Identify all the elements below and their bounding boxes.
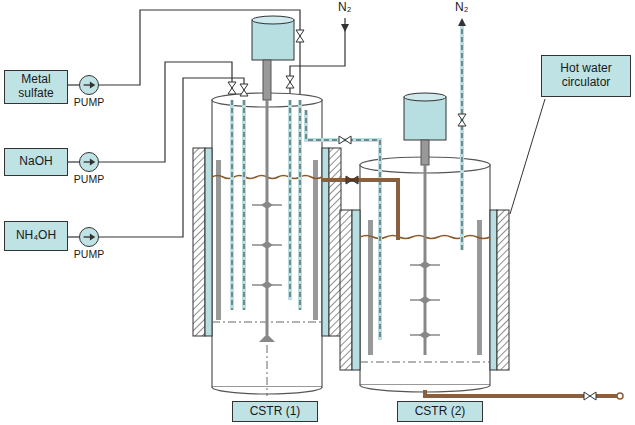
valve-symbol — [240, 84, 248, 96]
valve-symbol — [458, 114, 466, 126]
reactor-vessel — [193, 148, 205, 336]
valve-symbol — [339, 136, 351, 144]
stirrer — [404, 97, 446, 140]
gas-line — [306, 22, 462, 340]
reactor-vessel — [205, 148, 212, 336]
reactor-vessel — [368, 220, 373, 355]
node-text: PUMP — [74, 173, 104, 185]
node-text: PUMP — [74, 96, 104, 108]
node-text: Hot water circulator — [545, 62, 627, 90]
pump-symbol: PUMP — [79, 227, 99, 247]
connector-line — [68, 161, 79, 162]
stirrer — [424, 165, 427, 355]
stirrer — [266, 100, 269, 335]
pipe-outlet — [617, 393, 623, 399]
reactor-vessel — [313, 160, 318, 320]
stirrer — [419, 296, 431, 304]
reactor-vessel — [490, 210, 497, 370]
valve-symbol — [228, 82, 236, 94]
reactor-vessel — [340, 157, 509, 392]
reactor-vessel — [216, 160, 221, 320]
pump-arrow — [90, 233, 95, 240]
label-box: Metal sulfate — [4, 70, 68, 104]
connector-line — [68, 236, 79, 237]
label-box: CSTR (2) — [397, 401, 483, 422]
stirrer — [404, 93, 446, 101]
node-text: CSTR (2) — [401, 405, 479, 419]
gas-line — [306, 22, 462, 340]
pump-arrow — [90, 81, 95, 88]
node-text: Metal sulfate — [8, 73, 64, 101]
leader-line — [510, 99, 545, 214]
pump-arrow — [84, 236, 91, 237]
stirrer — [252, 16, 294, 342]
node-text: PUMP — [74, 248, 104, 260]
feed-wire — [99, 10, 300, 100]
flow-arrow — [458, 18, 466, 26]
pump-arrow — [80, 76, 98, 94]
stirrer — [259, 334, 275, 342]
feed-wire — [290, 18, 345, 100]
valve-symbol — [346, 176, 358, 184]
stirrer — [263, 60, 271, 100]
node-text: NaOH — [8, 155, 64, 169]
label-box: NH₄OH — [4, 221, 68, 251]
slurry-pipe — [322, 180, 398, 240]
reactor-vessel — [497, 210, 509, 370]
stirrer — [421, 140, 429, 165]
pump-symbol: PUMP — [79, 75, 99, 95]
connector-line — [68, 84, 79, 85]
pump-arrow — [90, 158, 95, 165]
flow-arrow — [341, 24, 349, 32]
gas-label: N₂ — [337, 1, 352, 15]
pump-arrow — [80, 228, 98, 246]
reactor-vessel — [329, 148, 341, 336]
gas-label: N₂ — [454, 1, 469, 15]
label-box: NaOH — [4, 148, 68, 176]
gas-line — [306, 22, 462, 340]
pump-arrow — [84, 84, 91, 85]
reactor-vessel — [212, 100, 322, 387]
stirrer — [419, 331, 431, 339]
reactor-vessel — [322, 148, 329, 336]
reactor-vessel — [477, 220, 482, 355]
stirrer — [261, 241, 273, 249]
valve-symbol — [296, 30, 304, 42]
pump-arrow — [80, 153, 98, 171]
reactor-vessel — [340, 210, 352, 370]
reactor-vessel — [267, 345, 268, 396]
valve-symbol — [286, 76, 294, 88]
flow-arrow — [341, 18, 466, 32]
reactor-vessel — [360, 362, 490, 363]
stirrer — [252, 20, 294, 60]
node-text: CSTR (1) — [236, 405, 314, 419]
label-box: CSTR (1) — [232, 401, 318, 422]
pump-arrow — [84, 161, 91, 162]
reactor-vessel — [352, 210, 360, 370]
slurry-pipe — [322, 180, 617, 396]
stirrer — [419, 261, 431, 269]
valve-symbol — [584, 392, 596, 400]
stirrer — [252, 16, 294, 24]
pump-symbol: PUMP — [79, 152, 99, 172]
stirrer — [261, 281, 273, 289]
stirrer — [404, 93, 446, 355]
stirrer — [261, 201, 273, 209]
node-text: NH₄OH — [8, 229, 64, 243]
label-box: Hot water circulator — [541, 55, 631, 97]
